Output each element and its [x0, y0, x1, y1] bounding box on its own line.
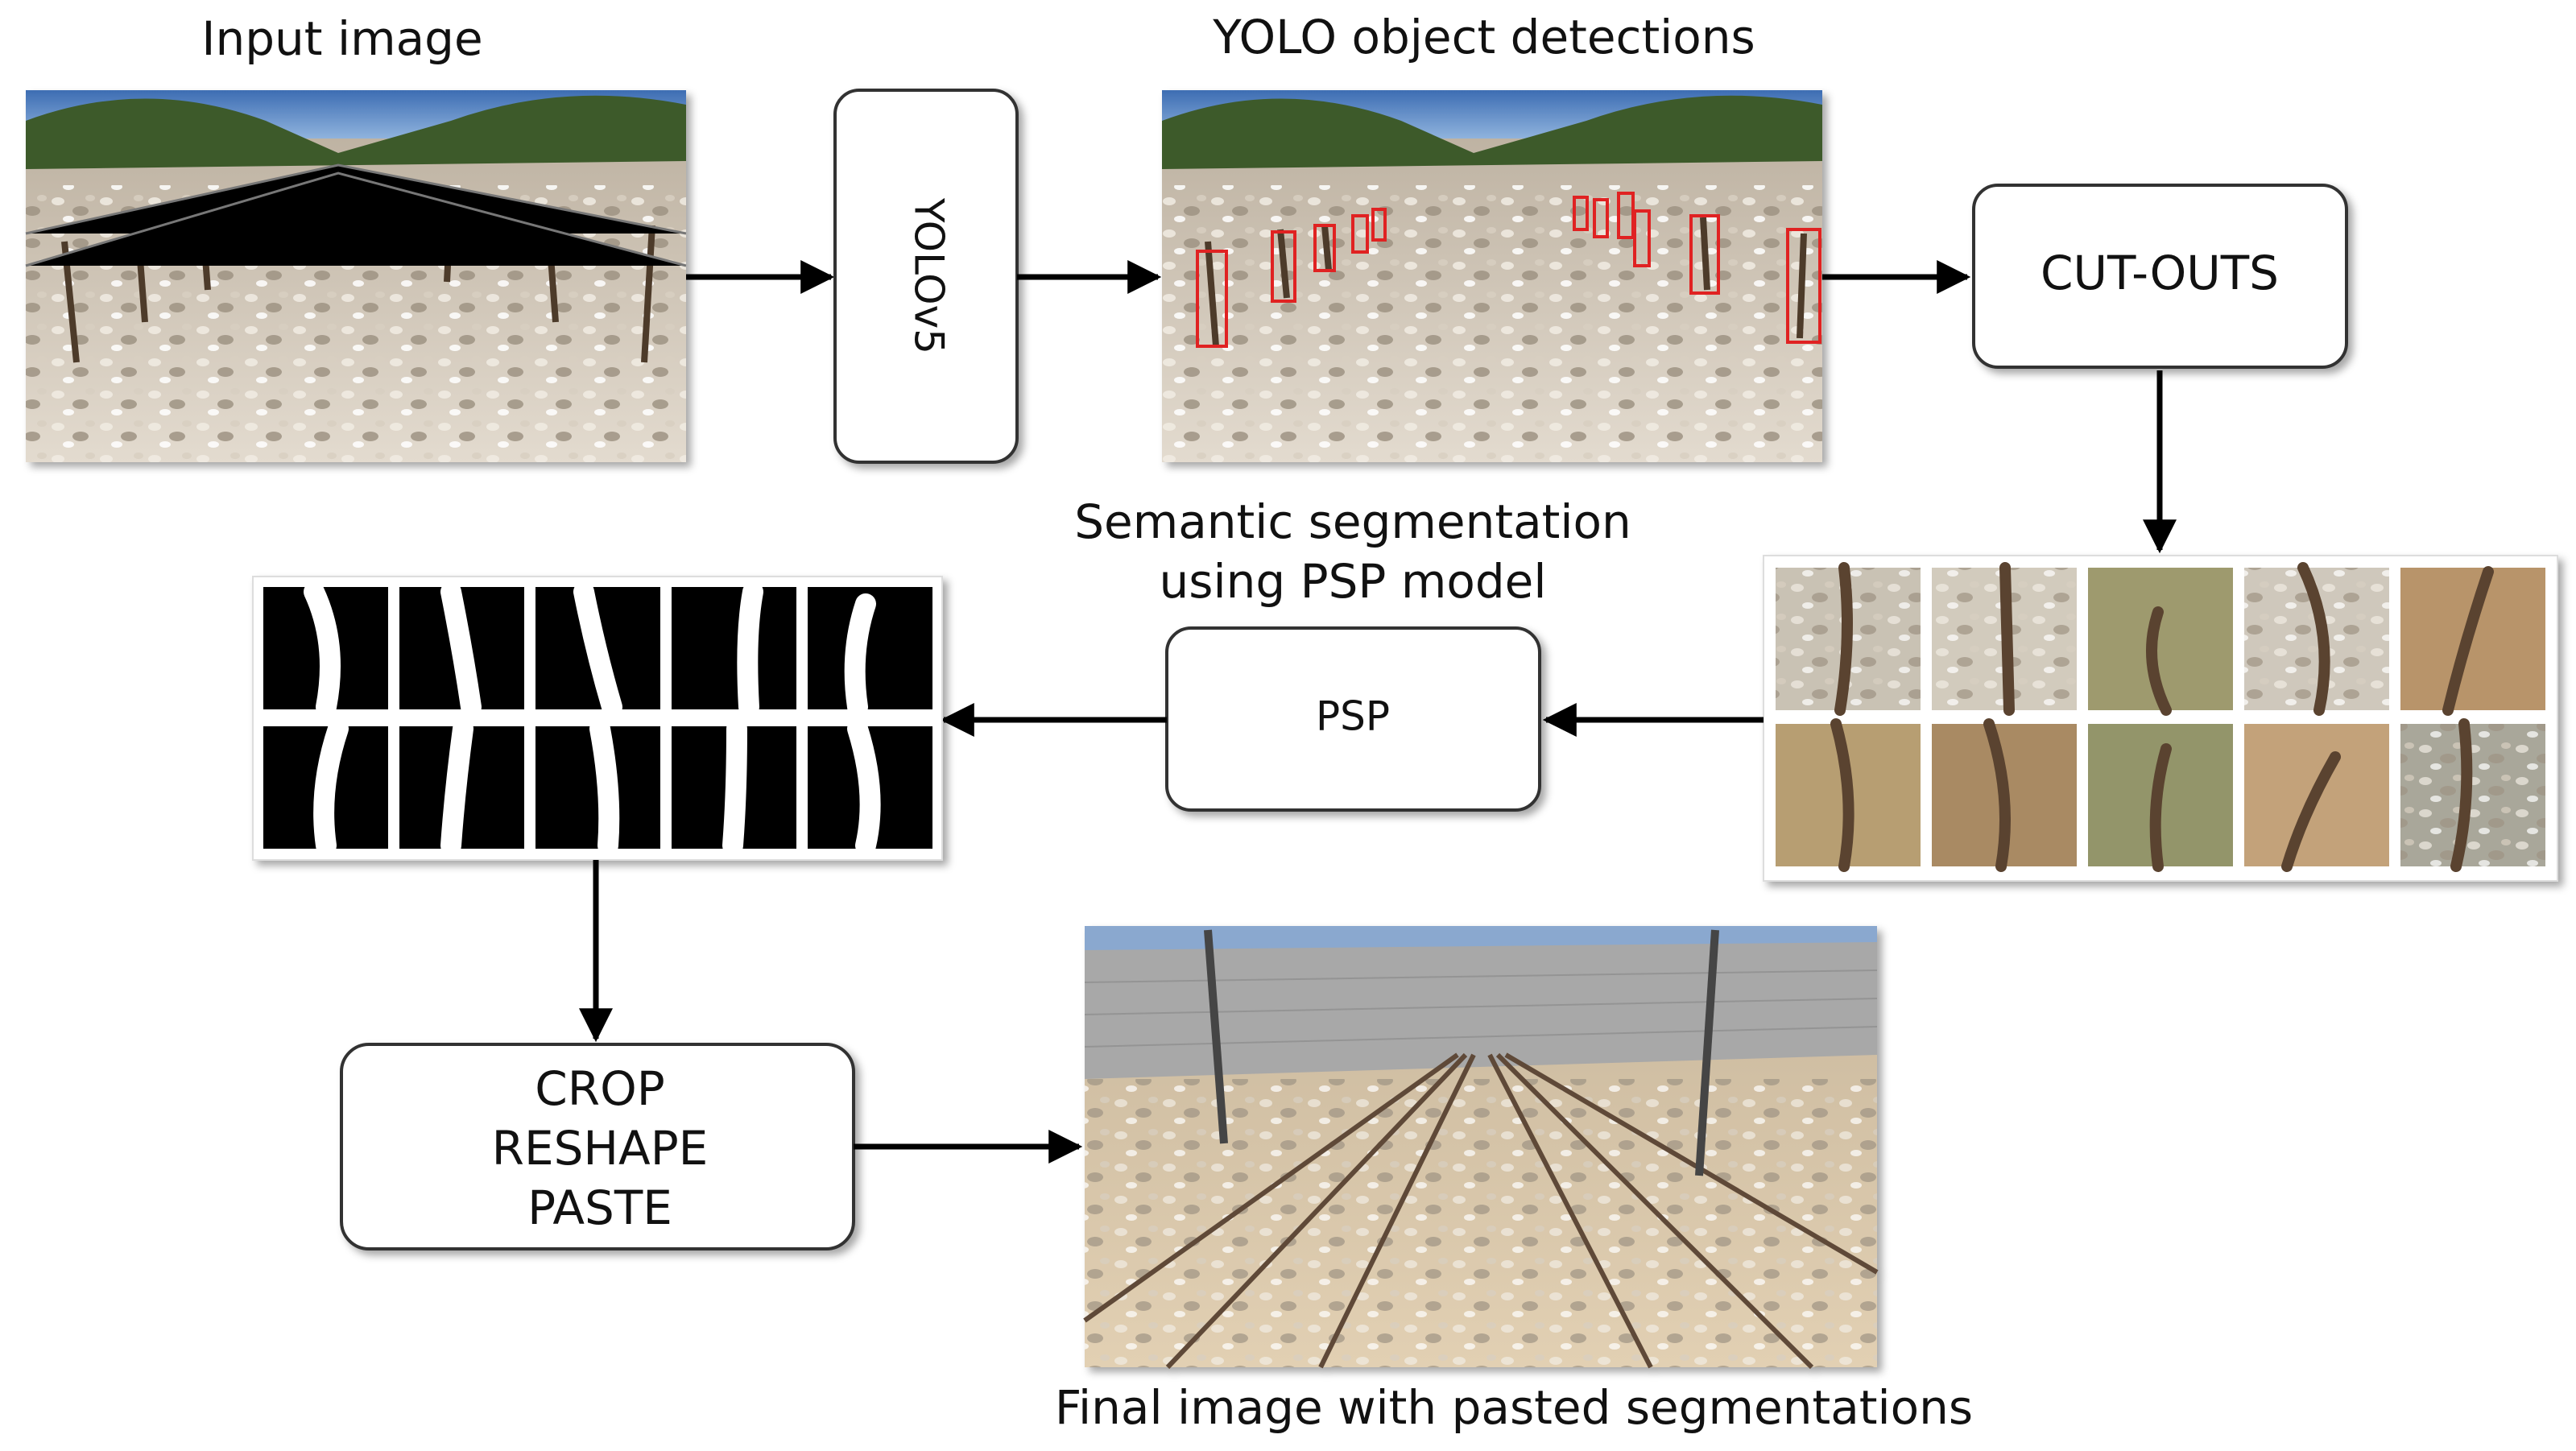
psp-box-label: PSP: [1316, 693, 1390, 740]
yolo-box-label: YOLOv5: [906, 197, 953, 354]
final-image-label: Final image with pasted segmentations: [1055, 1380, 1973, 1435]
input-image: [25, 90, 687, 462]
paste-label: PASTE: [527, 1180, 672, 1235]
reshape-label: RESHAPE: [492, 1121, 709, 1176]
semantic-label-line1: Semantic segmentation: [1074, 494, 1631, 549]
cutouts-box-label: CUT-OUTS: [2041, 246, 2279, 300]
yolo-detections-image: [1162, 90, 1822, 462]
cutouts-box: [1972, 184, 2348, 369]
input-image-label: Input image: [201, 11, 482, 66]
final-image: [1083, 926, 1879, 1370]
mask-tile: [672, 587, 796, 709]
yolo-detections-label: YOLO object detections: [1212, 10, 1755, 64]
cutout-tiles: [1776, 562, 2545, 872]
crop-label: CROP: [535, 1061, 664, 1116]
mask-tiles: [263, 581, 932, 856]
semantic-label-line2: using PSP model: [1160, 554, 1547, 609]
